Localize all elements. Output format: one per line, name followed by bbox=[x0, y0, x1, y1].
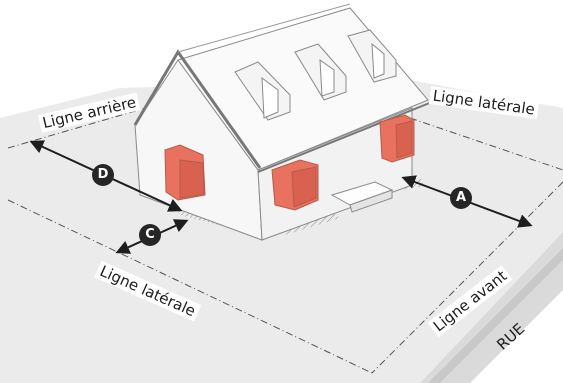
left-side-property-line bbox=[7, 199, 373, 374]
marker-a: A bbox=[450, 187, 472, 209]
marker-d: D bbox=[92, 164, 114, 186]
right-side-property-line bbox=[409, 117, 563, 171]
rear-property-line bbox=[7, 97, 181, 149]
street bbox=[420, 232, 563, 383]
dormers bbox=[234, 29, 397, 121]
marker-c: C bbox=[139, 224, 161, 246]
